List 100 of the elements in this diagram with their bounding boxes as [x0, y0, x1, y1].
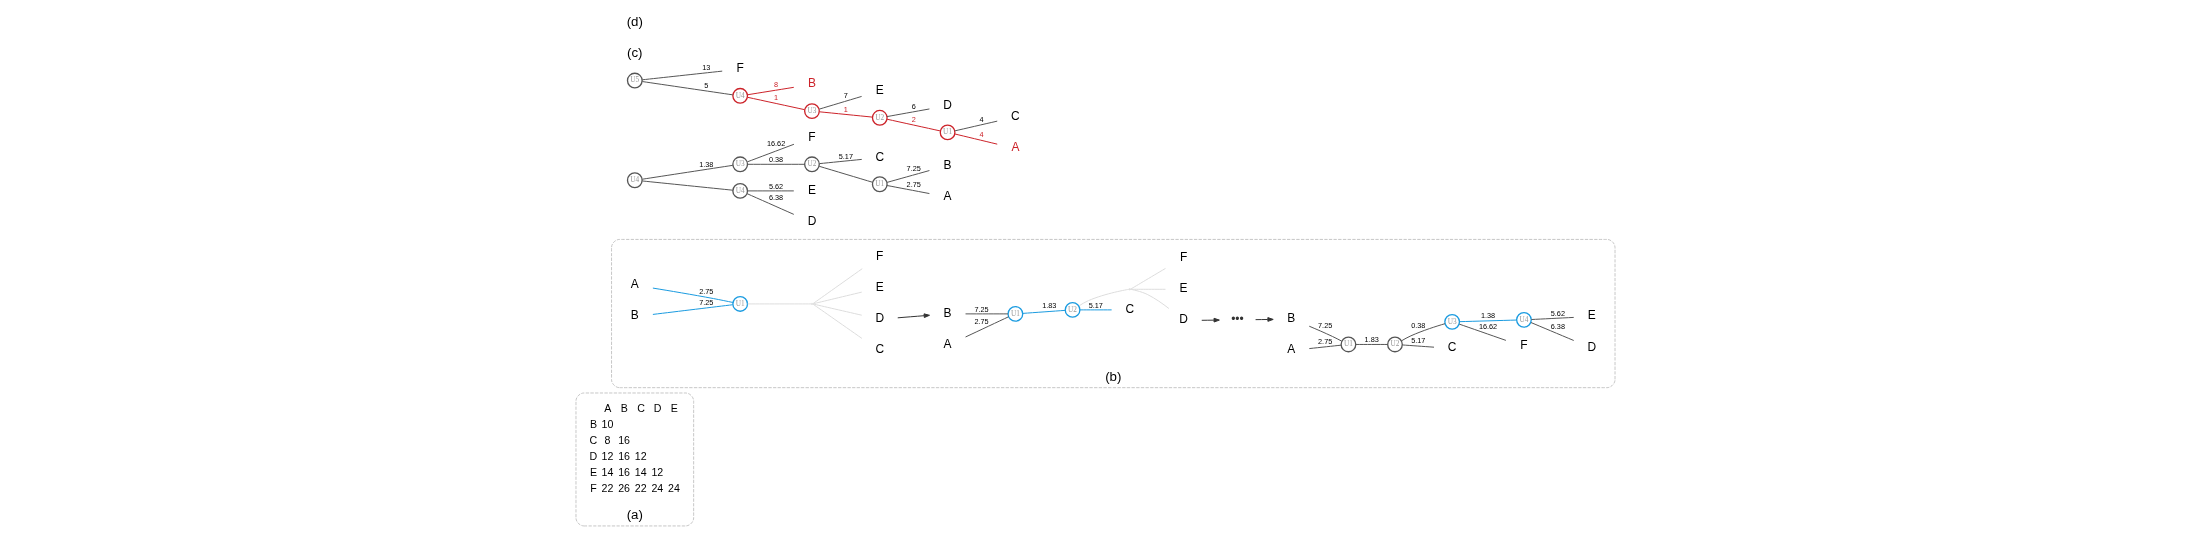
- edge-label: 8: [773, 80, 778, 90]
- connector: [746, 163, 805, 165]
- connector: [818, 165, 873, 183]
- connector: [1401, 344, 1435, 348]
- edge-label: 6.38: [1550, 322, 1565, 332]
- node-text: E: [875, 279, 884, 294]
- connector: [651, 287, 733, 303]
- label: 12: [601, 450, 613, 462]
- node-text: E: [1587, 308, 1596, 323]
- label: E: [589, 465, 597, 478]
- node-text: C: [874, 149, 884, 164]
- edge-label: 1.83: [1364, 335, 1379, 345]
- edge-label: 2.75: [906, 179, 921, 189]
- node-text: C: [1124, 301, 1134, 316]
- node-text: D: [874, 311, 884, 326]
- node-circle: U3: [731, 156, 748, 173]
- edge-label: 0.38: [1410, 320, 1425, 330]
- node-circle: U1: [731, 295, 748, 312]
- node-circle: U3: [1443, 313, 1460, 330]
- node-text: A: [630, 277, 639, 292]
- node-circle: U1: [1006, 305, 1023, 322]
- node-text: B: [1286, 311, 1295, 326]
- node-text: E: [875, 83, 884, 98]
- edge-label: 6: [911, 101, 916, 111]
- edge-label: 7.25: [698, 298, 713, 308]
- node-circle: U4: [1515, 311, 1532, 328]
- connector: [811, 268, 863, 305]
- label: 16: [617, 465, 630, 478]
- label: 10: [601, 418, 613, 431]
- connector: [1354, 343, 1388, 345]
- node-text: B: [807, 76, 816, 91]
- node-text: E: [807, 182, 816, 197]
- connector: [818, 95, 862, 110]
- connector: [1308, 344, 1342, 350]
- connector: [818, 158, 862, 165]
- arrow: [1254, 317, 1274, 322]
- node-text: •••: [1230, 311, 1244, 326]
- connector: [811, 291, 862, 305]
- arrow: [1200, 317, 1220, 323]
- edge-label: 6.38: [768, 193, 783, 203]
- edge-label: 5: [703, 81, 708, 91]
- edge-label: 2.75: [698, 286, 713, 296]
- connector: [746, 143, 794, 163]
- node-text: D: [1586, 339, 1596, 354]
- node-text: F: [807, 129, 816, 144]
- node-text: D: [1178, 312, 1188, 327]
- label: D: [653, 402, 661, 415]
- node-circle: U1: [871, 176, 888, 193]
- node-circle: U2: [1386, 336, 1403, 353]
- connector: [886, 108, 930, 118]
- node-text: C: [1447, 340, 1456, 355]
- connector: [886, 170, 930, 183]
- label: C: [589, 434, 597, 447]
- node-text: B: [943, 157, 952, 172]
- edge-label: 5.17: [838, 151, 853, 161]
- connector: [1129, 267, 1166, 290]
- edge-label: 7.25: [973, 304, 989, 314]
- edge-label: 7.25: [906, 164, 921, 174]
- label: 16: [617, 450, 630, 462]
- node-text: A: [943, 188, 952, 203]
- connector: [641, 81, 733, 96]
- node-text: E: [1179, 281, 1188, 296]
- connector: [1021, 309, 1066, 314]
- connector: [1458, 323, 1506, 341]
- label: (c): [626, 45, 643, 61]
- node-circle: U2: [803, 156, 820, 173]
- node-text: F: [1179, 249, 1187, 264]
- connector: [651, 304, 733, 315]
- label: 14: [634, 465, 647, 478]
- node-text: F: [1519, 338, 1528, 353]
- node-text: A: [1010, 140, 1019, 155]
- edge-label: 16.62: [1478, 322, 1497, 332]
- connector: [1530, 316, 1574, 320]
- node-text: C: [874, 342, 884, 357]
- connector: [964, 313, 1008, 315]
- label: 8: [604, 434, 610, 447]
- label: 24: [667, 481, 680, 494]
- connector: [746, 193, 794, 215]
- label: B: [589, 418, 597, 431]
- edge-label: 1: [843, 105, 848, 115]
- connector: [1078, 288, 1129, 307]
- edge-label: 5.17: [1410, 336, 1425, 345]
- label: F: [589, 481, 597, 494]
- edge-label: 1.38: [1480, 311, 1495, 321]
- node-text: A: [1286, 342, 1295, 357]
- connector: [1400, 323, 1446, 342]
- edge-label: 7: [843, 90, 848, 100]
- node-text: D: [942, 97, 952, 112]
- connector: [964, 316, 1009, 338]
- label: 26: [617, 481, 630, 494]
- connector: [818, 111, 873, 118]
- node-text: B: [943, 305, 952, 320]
- label: 16: [617, 434, 630, 447]
- connector: [746, 190, 794, 192]
- label: 24: [650, 481, 663, 494]
- label: E: [670, 402, 678, 415]
- node-circle: U1: [939, 124, 956, 141]
- node-point: [1128, 288, 1131, 291]
- connector: [811, 303, 862, 316]
- connector: [641, 70, 723, 81]
